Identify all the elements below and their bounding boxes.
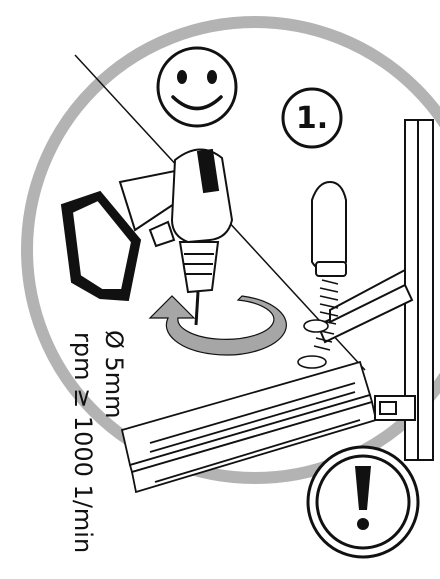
bar-clamp: [316, 119, 434, 461]
exclamation-warning-icon: [306, 445, 420, 559]
clamp-handle: [311, 180, 347, 277]
step-number-badge: [281, 87, 343, 149]
drill-speed-label: rpm ≥ 1000 1/min: [69, 332, 97, 554]
scene-frame-circle: [21, 16, 440, 484]
smiley-face-icon: [156, 46, 238, 128]
step-number-label: 1.: [295, 100, 329, 136]
clockwise-rotation-arrow-icon: [148, 295, 287, 356]
cordless-drill: [60, 148, 234, 326]
clamp-screw: [297, 279, 339, 369]
board-panel: [120, 360, 378, 494]
drill-diameter-label: Ø 5mm: [100, 330, 128, 419]
